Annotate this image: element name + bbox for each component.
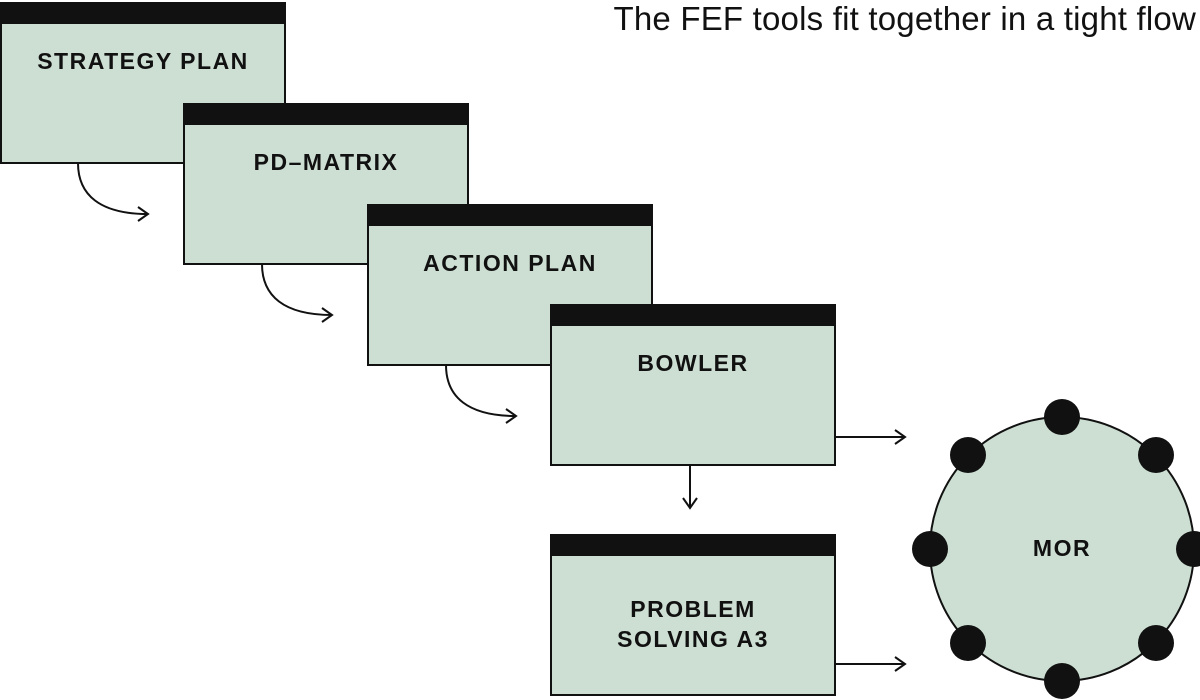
bowler-label: BOWLER xyxy=(637,350,749,376)
box-header-bar xyxy=(369,206,651,226)
seat-top-left xyxy=(950,437,986,473)
action-plan-label: ACTION PLAN xyxy=(423,250,597,276)
seat-bottom xyxy=(1044,663,1080,699)
seat-bottom-left xyxy=(950,625,986,661)
mor-circle xyxy=(912,399,1200,699)
diagram-title: The FEF tools fit together in a tight fl… xyxy=(613,0,1196,37)
box-header-bar xyxy=(552,536,834,556)
seat-bottom-right xyxy=(1138,625,1174,661)
seat-right xyxy=(1176,531,1200,567)
strategy-plan-label: STRATEGY PLAN xyxy=(37,48,249,74)
connector-pd-to-action xyxy=(261,263,334,323)
seat-top-right xyxy=(1138,437,1174,473)
mor-label: MOR xyxy=(1032,535,1092,561)
connector-strategy-to-pd xyxy=(77,162,150,222)
seat-top xyxy=(1044,399,1080,435)
box-header-bar xyxy=(2,4,284,24)
seat-left xyxy=(912,531,948,567)
box-header-bar xyxy=(185,105,467,125)
connector-action-to-bowler xyxy=(445,364,518,424)
problem-solving-box: PROBLEM SOLVING A3 xyxy=(550,534,836,696)
problem-solving-label: PROBLEM SOLVING A3 xyxy=(617,596,769,652)
box-header-bar xyxy=(552,306,834,326)
bowler-box: BOWLER xyxy=(550,304,836,466)
pd-matrix-label: PD–MATRIX xyxy=(253,149,399,175)
